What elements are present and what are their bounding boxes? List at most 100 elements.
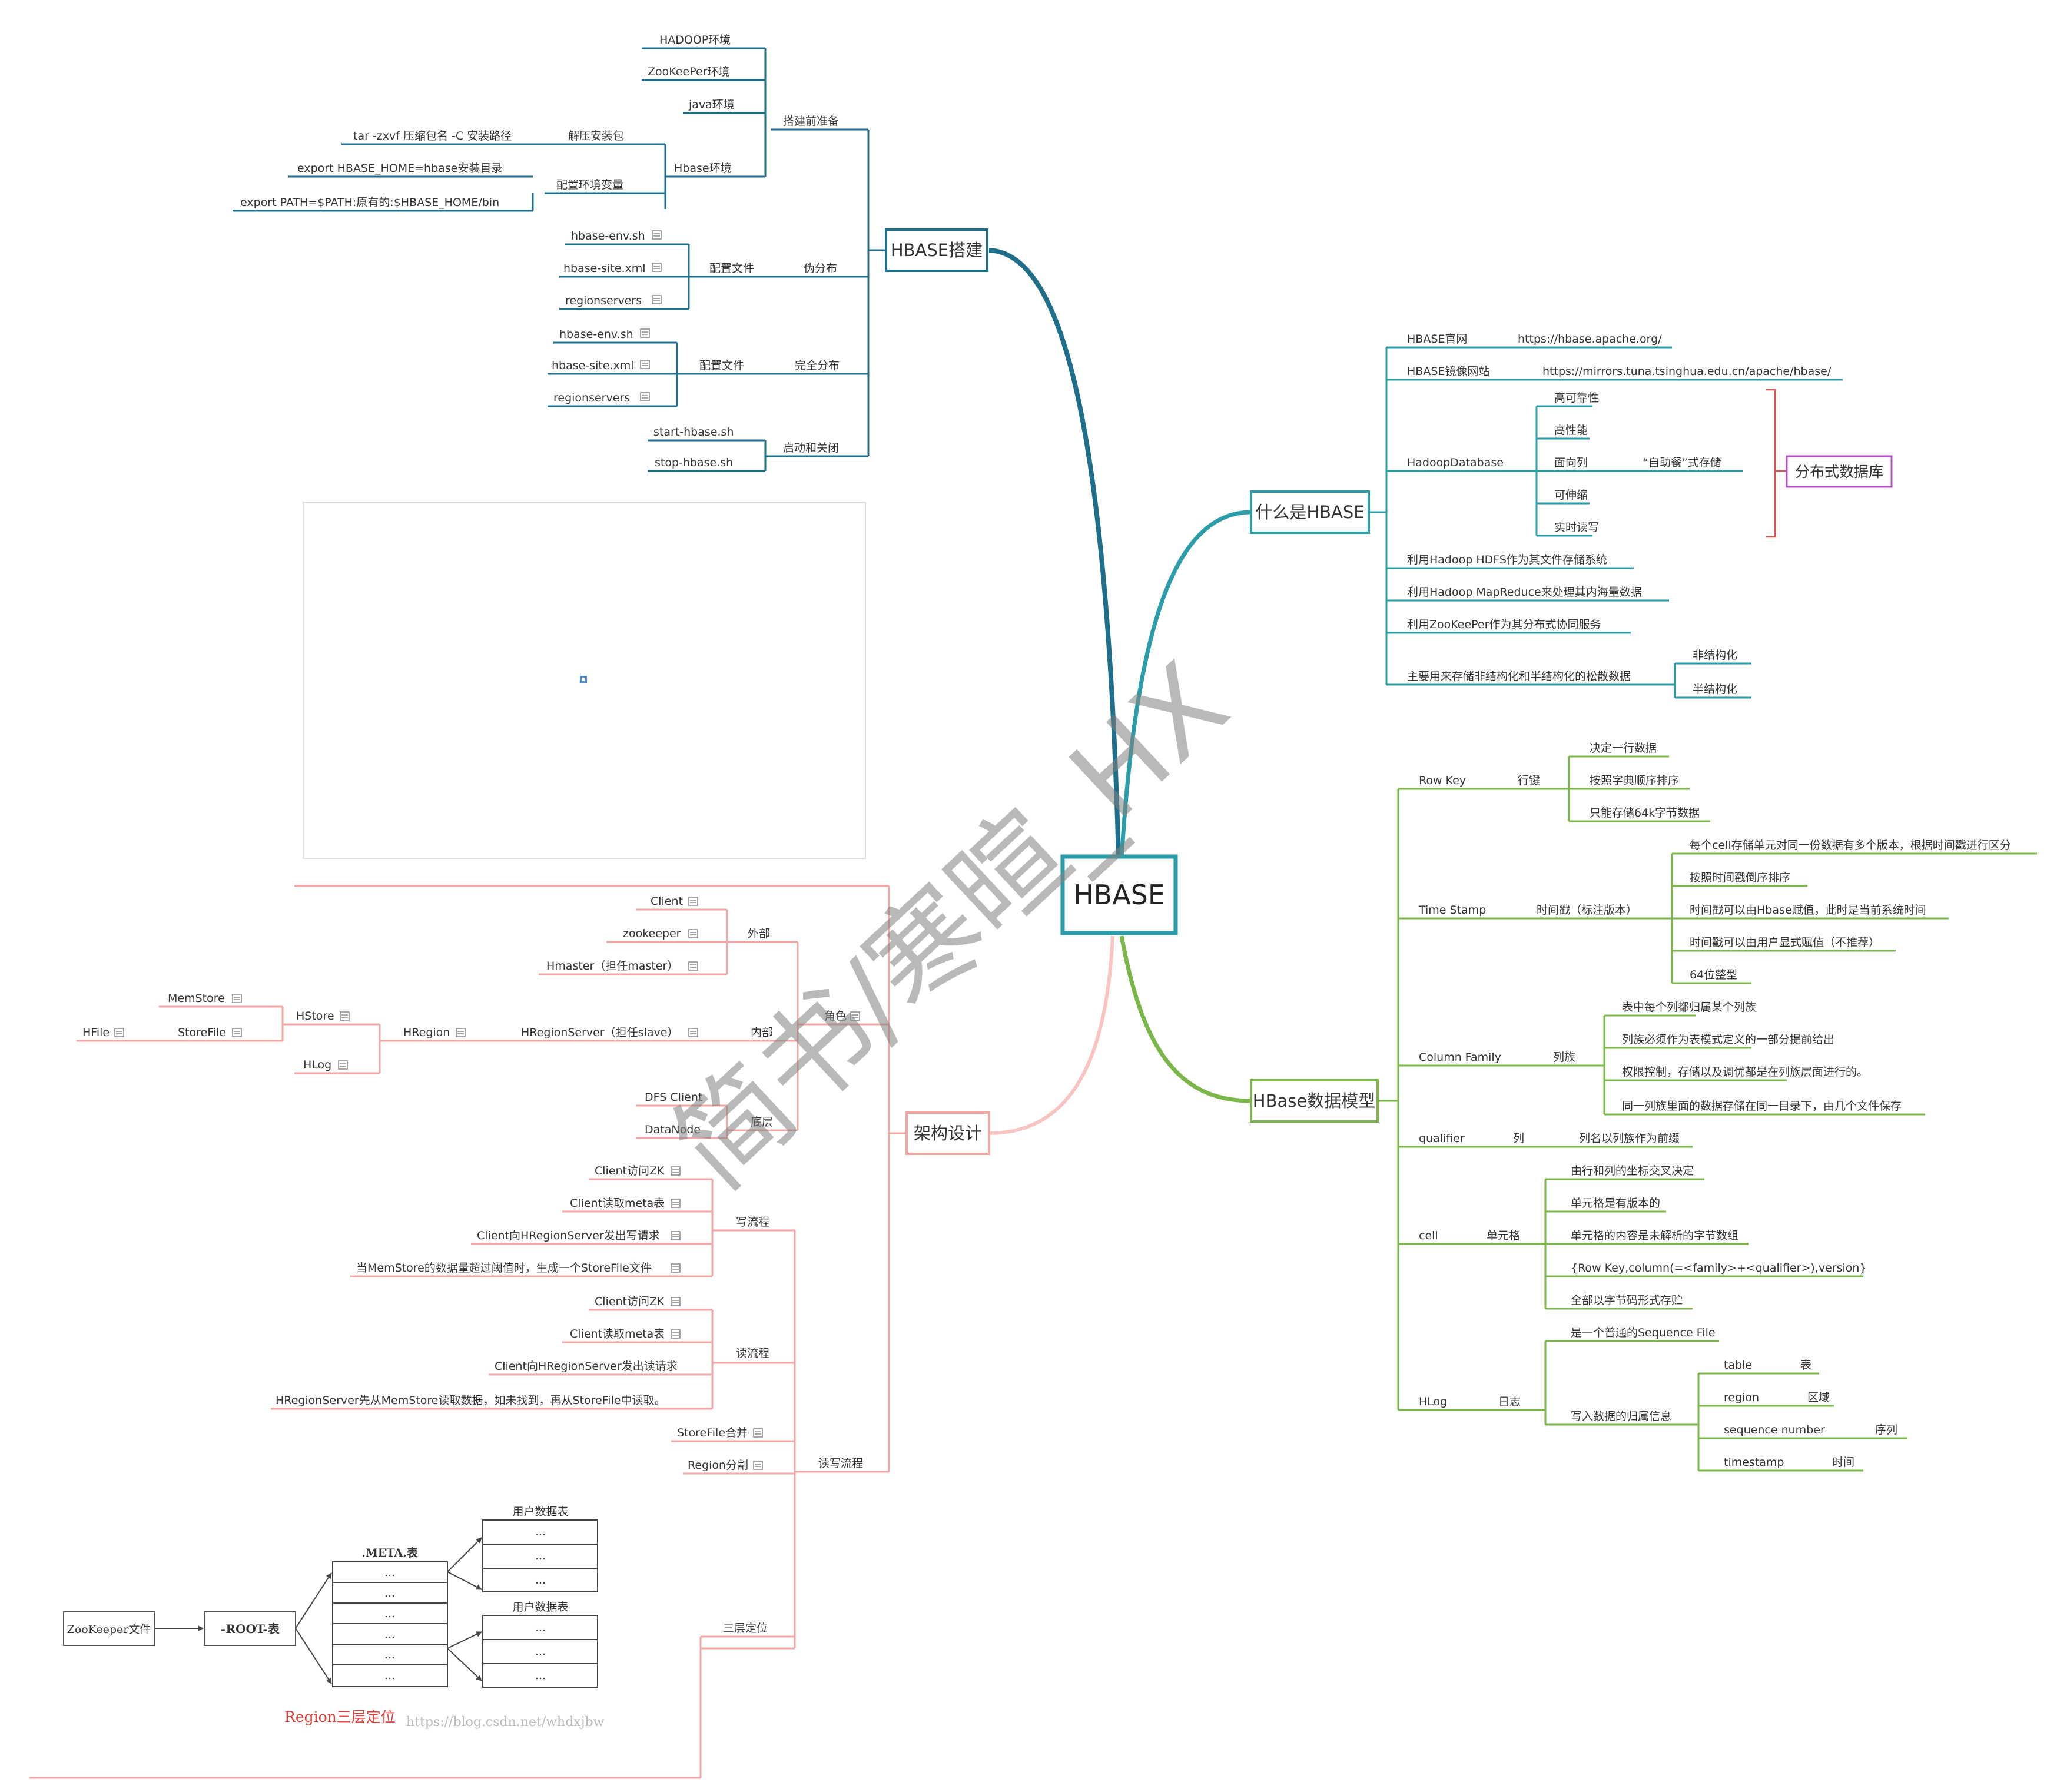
model-h1: 是一个普通的Sequence File	[1571, 1326, 1716, 1339]
what-official-url[interactable]: https://hbase.apache.org/	[1518, 333, 1662, 346]
arch-client: Client	[651, 895, 683, 908]
branch-arch-labels: 架构设计 角色 外部 Client zookeeper Hmaster（担任ma…	[82, 895, 982, 1635]
note-icon[interactable]	[640, 360, 650, 369]
note-icon[interactable]	[688, 1028, 698, 1037]
what-hp: 高性能	[1554, 424, 1588, 437]
note-icon[interactable]	[753, 1461, 763, 1470]
what-unstructured: 非结构化	[1693, 649, 1737, 662]
region-locate-figure: ZooKeeper文件 -ROOT-表 .META.表 ... ... ... …	[63, 1505, 605, 1730]
note-icon[interactable]	[671, 1166, 681, 1176]
model-ts-cn: 时间戳（标注版本）	[1537, 904, 1637, 917]
user2-dots: ... ... ...	[535, 1621, 546, 1682]
note-icon[interactable]	[688, 897, 698, 906]
arch-internal: 内部	[751, 1026, 773, 1039]
what-zk: 利用ZooKeePer作为其分布式协同服务	[1407, 618, 1601, 631]
build-export1: export HBASE_HOME=hbase安装目录	[297, 162, 502, 175]
svg-text:...: ...	[535, 1669, 546, 1682]
note-icon[interactable]	[671, 1231, 681, 1240]
what-semi: 半结构化	[1693, 683, 1737, 696]
note-icon[interactable]	[671, 1297, 681, 1306]
model-c1: 由行和列的坐标交叉决定	[1571, 1164, 1694, 1177]
svg-text:...: ...	[384, 1648, 395, 1661]
arch-zookeeper: zookeeper	[623, 927, 681, 940]
fig-user1: 用户数据表	[512, 1505, 568, 1518]
build-hbase-env: Hbase环境	[674, 162, 732, 175]
model-ts4: 时间戳可以由用户显式赋值（不推荐）	[1690, 936, 1880, 949]
embedded-image-placeholder	[303, 502, 866, 859]
arch-r1: Client访问ZK	[595, 1295, 665, 1308]
note-icons-build	[640, 230, 662, 401]
user1-dots: ... ... ...	[535, 1525, 546, 1587]
arch-w2: Client读取meta表	[570, 1197, 665, 1210]
model-cf1: 表中每个列都归属某个列族	[1622, 1001, 1756, 1014]
build-full-f1: hbase-env.sh	[559, 328, 633, 341]
model-region-cn: 区域	[1807, 1391, 1830, 1404]
meta-table	[332, 1561, 448, 1687]
model-hlog-cn: 日志	[1498, 1395, 1521, 1408]
root-node[interactable]: HBASE	[1060, 854, 1178, 935]
note-icon[interactable]	[652, 295, 662, 304]
arch-rw: 读写流程	[818, 1457, 863, 1470]
note-icon[interactable]	[652, 263, 662, 272]
arch-w3: Client向HRegionServer发出写请求	[477, 1229, 660, 1242]
note-icon[interactable]	[652, 230, 662, 240]
branch-model	[1250, 755, 2037, 1472]
build-pseudo-f1: hbase-env.sh	[571, 230, 645, 243]
model-ts2: 按照时间戳倒序排序	[1690, 871, 1790, 884]
model-region: region	[1724, 1391, 1759, 1404]
user-table-1	[482, 1519, 598, 1592]
build-zk: ZooKeePer环境	[648, 65, 729, 78]
branch-build-labels: HBASE搭建 搭建前准备 HADOOP环境 ZooKeePer环境 java环…	[240, 34, 983, 469]
build-prep: 搭建前准备	[783, 115, 839, 128]
svg-text:...: ...	[384, 1628, 395, 1641]
model-hlog: HLog	[1419, 1395, 1447, 1408]
model-table: table	[1724, 1359, 1752, 1372]
what-mirror-url[interactable]: https://mirrors.tuna.tsinghua.edu.cn/apa…	[1542, 365, 1832, 378]
note-icon[interactable]	[671, 1263, 681, 1273]
note-icon[interactable]	[640, 392, 650, 401]
branch-build	[233, 47, 988, 472]
model-c5: 全部以字节码形式存贮	[1571, 1294, 1683, 1307]
note-icon[interactable]	[640, 328, 650, 338]
build-full-f2: hbase-site.xml	[552, 359, 634, 372]
model-tsn-cn: 时间	[1832, 1456, 1854, 1469]
build-pseudo-cfg: 配置文件	[709, 262, 754, 275]
note-icon[interactable]	[340, 1011, 350, 1021]
model-cf2: 列族必须作为表模式定义的一部分提前给出	[1622, 1033, 1834, 1046]
arch-r4: HRegionServer先从MemStore读取数据，如未找到，再从Store…	[276, 1394, 665, 1407]
fig-url: https://blog.csdn.net/whdxjbw	[406, 1715, 605, 1730]
build-stop: stop-hbase.sh	[655, 456, 733, 469]
note-icon[interactable]	[114, 1028, 124, 1037]
distributed-bracket	[1766, 389, 1787, 538]
svg-text:...: ...	[384, 1587, 395, 1599]
note-icon[interactable]	[232, 994, 242, 1003]
note-icon[interactable]	[688, 961, 698, 971]
note-icon[interactable]	[232, 1028, 242, 1037]
model-c2: 单元格是有版本的	[1571, 1197, 1660, 1210]
main-branch-curves	[988, 248, 1252, 1135]
build-title: HBASE搭建	[891, 240, 983, 260]
note-icon[interactable]	[338, 1060, 348, 1070]
arch-hlog: HLog	[303, 1058, 331, 1071]
note-icon[interactable]	[456, 1028, 466, 1037]
note-icon[interactable]	[753, 1428, 763, 1438]
model-ts3: 时间戳可以由Hbase赋值，此时是当前系统时间	[1690, 904, 1926, 917]
model-cf: Column Family	[1419, 1051, 1501, 1064]
model-ts: Time Stamp	[1418, 904, 1486, 917]
fig-user2: 用户数据表	[512, 1601, 568, 1614]
model-seq: sequence number	[1724, 1423, 1825, 1436]
model-rowkey-cn: 行键	[1518, 774, 1540, 787]
model-rk1: 决定一行数据	[1590, 742, 1657, 755]
note-icon[interactable]	[850, 1011, 860, 1021]
note-icon[interactable]	[671, 1199, 681, 1208]
what-mirror: HBASE镜像网站	[1407, 365, 1489, 378]
meta-dots: ... ... ... ... ... ...	[384, 1566, 395, 1682]
user-table-2	[482, 1615, 598, 1688]
distributed-node[interactable]: 分布式数据库	[1786, 455, 1893, 488]
model-tsn: timestamp	[1724, 1456, 1784, 1469]
branch-model-labels: HBase数据模型 Row Key 行键 决定一行数据 按照字典顺序排序 只能存…	[1253, 742, 2011, 1469]
note-icon[interactable]	[688, 929, 698, 938]
model-cf4: 同一列族里面的数据存储在同一目录下，由几个文件保存	[1622, 1100, 1902, 1113]
note-icon[interactable]	[671, 1329, 681, 1339]
model-q: qualifier	[1419, 1132, 1465, 1145]
